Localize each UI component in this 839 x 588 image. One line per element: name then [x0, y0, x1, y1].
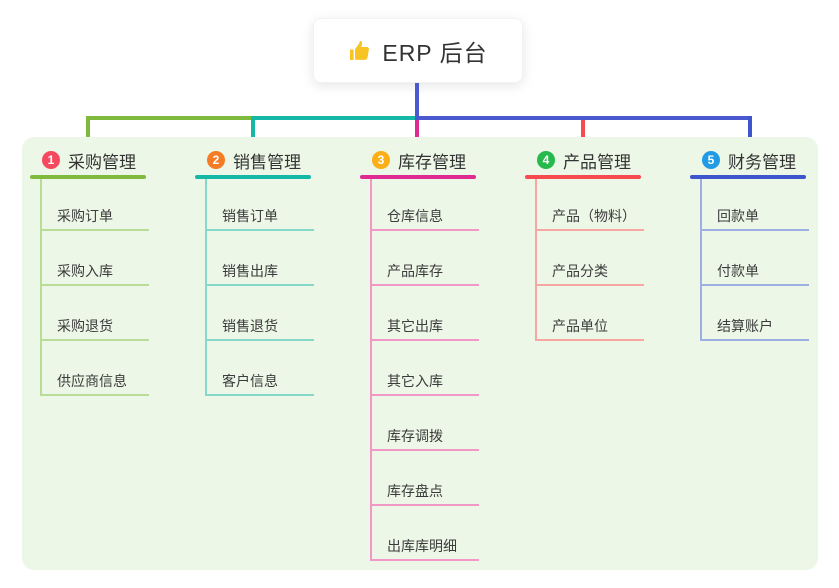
module-item[interactable]: 产品分类	[535, 262, 644, 286]
column-header-underline	[30, 175, 146, 179]
column-number-badge: 2	[207, 151, 225, 169]
module-item[interactable]: 付款单	[700, 262, 809, 286]
module-item[interactable]: 销售出库	[205, 262, 314, 286]
column-title: 产品管理	[563, 152, 631, 172]
root-node-title: ERP 后台	[382, 39, 488, 66]
column-header[interactable]: 1 采购管理	[30, 148, 136, 172]
module-item[interactable]: 产品单位	[535, 317, 644, 341]
module-item[interactable]: 库存调拨	[370, 427, 479, 451]
column-header-underline	[525, 175, 641, 179]
column-title: 销售管理	[233, 152, 301, 172]
column-branch-line	[205, 179, 207, 396]
module-item[interactable]: 其它入库	[370, 372, 479, 396]
module-item[interactable]: 采购退货	[40, 317, 149, 341]
module-item[interactable]: 销售订单	[205, 207, 314, 231]
column-number-badge: 4	[537, 151, 555, 169]
module-item[interactable]: 库存盘点	[370, 482, 479, 506]
module-item[interactable]: 供应商信息	[40, 372, 149, 396]
module-item[interactable]: 其它出库	[370, 317, 479, 341]
module-item[interactable]: 采购入库	[40, 262, 149, 286]
column-number-badge: 3	[372, 151, 390, 169]
column-header-underline	[360, 175, 476, 179]
module-item[interactable]: 采购订单	[40, 207, 149, 231]
column-header[interactable]: 2 销售管理	[195, 148, 301, 172]
module-item[interactable]: 出库库明细	[370, 537, 479, 561]
column-header-underline	[690, 175, 806, 179]
branch-segment-blue	[415, 116, 752, 120]
module-item[interactable]: 结算账户	[700, 317, 809, 341]
modules-panel: 1 采购管理采购订单采购入库采购退货供应商信息 2 销售管理销售订单销售出库销售退货客…	[22, 137, 818, 570]
column-branch-line	[370, 179, 372, 561]
column-title: 财务管理	[728, 152, 796, 172]
branch-drop-finance	[748, 116, 752, 147]
module-item[interactable]: 产品（物料）	[535, 207, 644, 231]
module-item[interactable]: 产品库存	[370, 262, 479, 286]
column-header[interactable]: 3 库存管理	[360, 148, 466, 172]
column-header[interactable]: 4 产品管理	[525, 148, 631, 172]
root-node[interactable]: ERP 后台	[313, 18, 523, 83]
branch-segment-teal	[251, 116, 419, 120]
branch-segment-green	[86, 116, 253, 120]
module-item[interactable]: 回款单	[700, 207, 809, 231]
column-number-badge: 5	[702, 151, 720, 169]
column-branch-line	[535, 179, 537, 341]
thumbs-up-icon	[348, 39, 372, 63]
branch-drop-product	[581, 120, 585, 147]
column-header[interactable]: 5 财务管理	[690, 148, 796, 172]
column-branch-line	[700, 179, 702, 341]
column-number-badge: 1	[42, 151, 60, 169]
column-title: 库存管理	[398, 152, 466, 172]
column-title: 采购管理	[68, 152, 136, 172]
module-item[interactable]: 仓库信息	[370, 207, 479, 231]
column-header-underline	[195, 175, 311, 179]
branch-drop-inventory	[415, 120, 419, 147]
branch-drop-purchase	[86, 116, 90, 147]
root-vertical-line	[415, 83, 419, 120]
column-branch-line	[40, 179, 42, 396]
module-item[interactable]: 客户信息	[205, 372, 314, 396]
branch-drop-sales	[251, 116, 255, 147]
module-item[interactable]: 销售退货	[205, 317, 314, 341]
